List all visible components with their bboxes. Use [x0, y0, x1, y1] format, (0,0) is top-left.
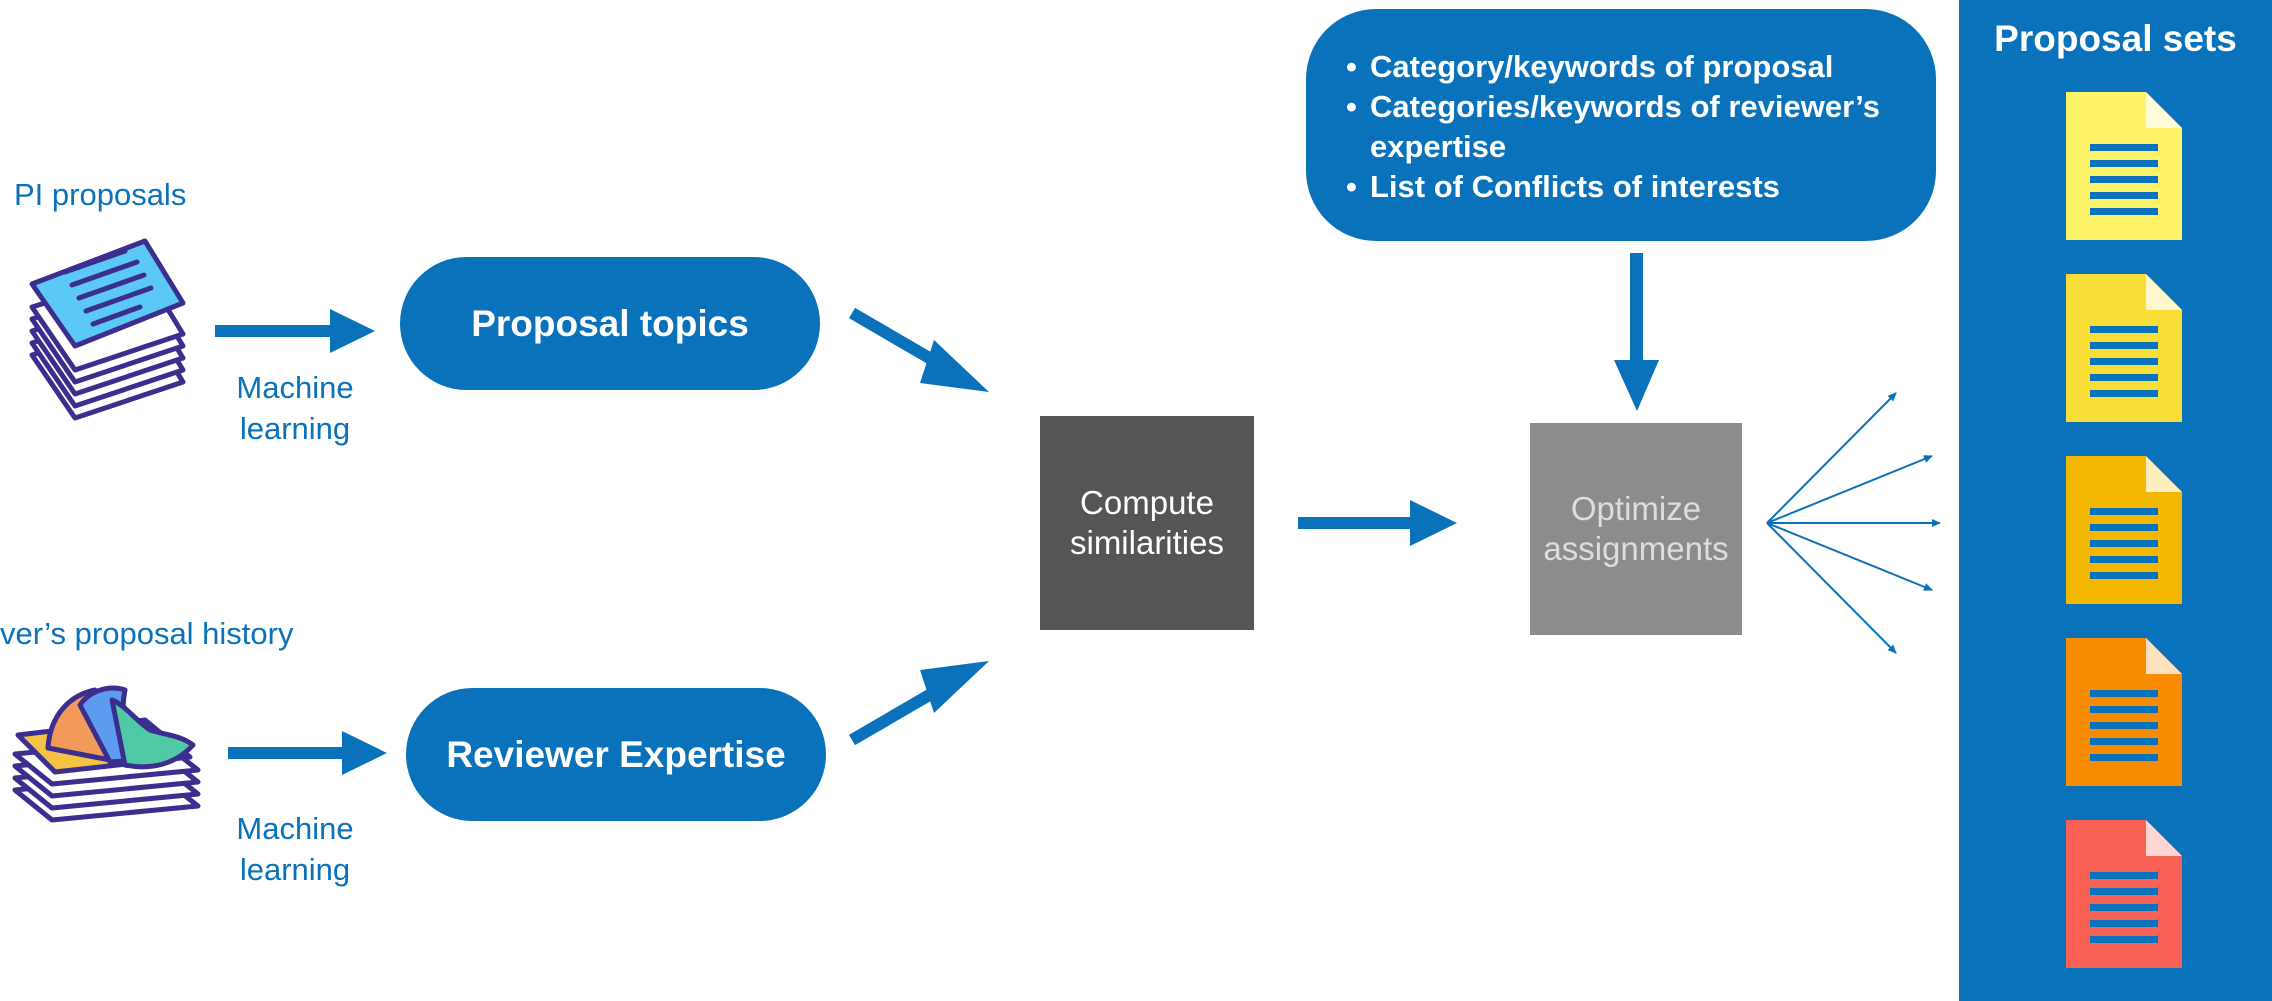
- compute-similarities-label: Compute similarities: [1069, 484, 1224, 561]
- reviewer-history-icon: [12, 685, 201, 823]
- compute-similarities-node: Compute similarities: [1040, 416, 1254, 630]
- constraints-bubble: Category/keywords of proposal Categories…: [1306, 9, 1936, 241]
- document-stack-icon: [29, 238, 186, 421]
- arrow-constraints-to-optimize: [1614, 253, 1659, 411]
- machine-learning-label: Machine learning: [236, 811, 354, 887]
- proposal-sets-title: Proposal sets: [1994, 18, 2237, 59]
- optimize-assignments-node: Optimize assignments: [1530, 423, 1742, 635]
- proposal-set-document-icon: [2066, 456, 2182, 604]
- proposal-set-document-icon: [2066, 92, 2182, 240]
- proposal-set-document-icon: [2066, 638, 2182, 786]
- pi-proposals-label: PI proposals: [14, 177, 187, 212]
- arrow-history-to-expertise: [228, 731, 387, 775]
- proposal-topics-node: Proposal topics: [400, 257, 820, 390]
- proposal-set-document-icon: [2066, 820, 2182, 968]
- proposal-set-documents: [2066, 92, 2182, 968]
- fan-arrow: [1766, 392, 1897, 524]
- proposal-sets-panel: Proposal sets: [1959, 0, 2272, 1001]
- constraints-list: Category/keywords of proposal Categories…: [1346, 47, 1926, 207]
- fan-arrow: [1766, 522, 1933, 591]
- fan-arrow: [1766, 522, 1897, 654]
- optimize-assignments-label: Optimize assignments: [1543, 490, 1729, 567]
- arrow-expertise-to-compute: [848, 661, 989, 746]
- fan-out-arrows: [1766, 392, 1941, 654]
- fan-arrow: [1766, 455, 1933, 524]
- proposal-topics-label: Proposal topics: [471, 302, 749, 344]
- reviewer-history-label: ver’s proposal history: [0, 616, 294, 651]
- constraint-item: Categories/keywords of reviewer’s expert…: [1346, 87, 1926, 167]
- machine-learning-label: Machine learning: [236, 370, 354, 446]
- arrow-compute-to-optimize: [1298, 500, 1457, 546]
- constraint-item: List of Conflicts of interests: [1346, 167, 1926, 207]
- reviewer-expertise-node: Reviewer Expertise: [406, 688, 826, 821]
- proposal-set-document-icon: [2066, 274, 2182, 422]
- arrow-pi-to-topics: [215, 309, 375, 353]
- constraint-item: Category/keywords of proposal: [1346, 47, 1926, 87]
- arrow-topics-to-compute: [848, 307, 989, 392]
- reviewer-expertise-label: Reviewer Expertise: [446, 733, 786, 775]
